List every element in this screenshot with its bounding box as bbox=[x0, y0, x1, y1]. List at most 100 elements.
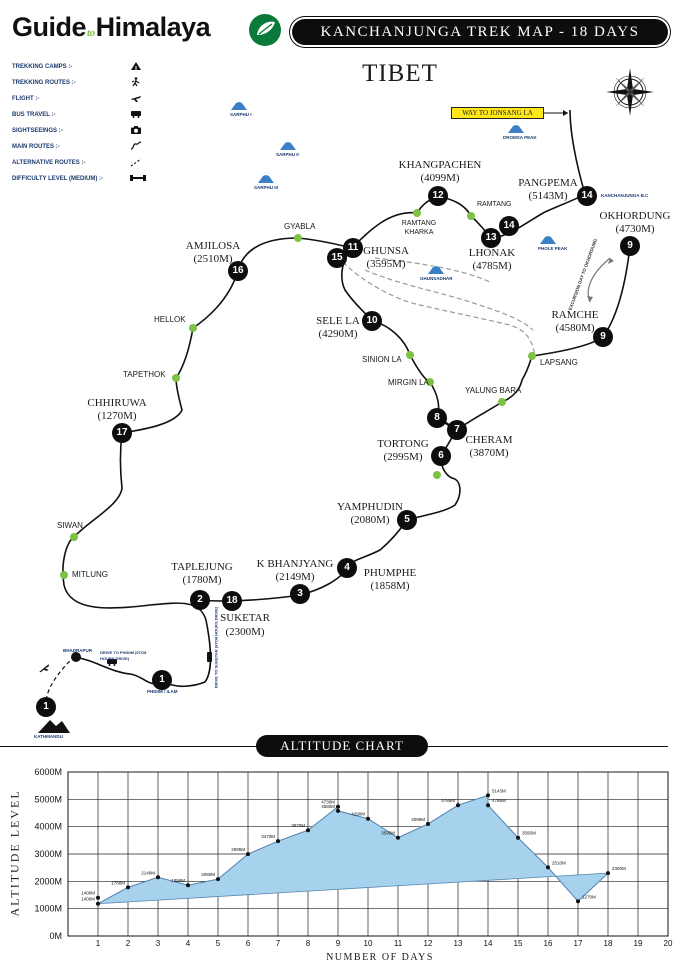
stop-name: PHIDIM / ILAM bbox=[147, 689, 178, 694]
waypoint-label: HELLOK bbox=[154, 315, 186, 324]
stop-number[interactable]: 16 bbox=[232, 265, 244, 276]
camera-icon bbox=[131, 126, 141, 134]
stop-name: SUKETAR bbox=[220, 612, 270, 624]
chart-x-tick-label: 3 bbox=[156, 939, 161, 948]
waypoint-label: MITLUNG bbox=[72, 570, 108, 579]
stop-number[interactable]: 14 bbox=[581, 190, 593, 201]
stop-name: KHANGPACHEN bbox=[398, 159, 482, 171]
brand-leaf-icon bbox=[249, 14, 281, 46]
chart-data-label: 1400M bbox=[81, 891, 95, 896]
chart-data-label: 4580M bbox=[321, 804, 335, 809]
chart-data-label: 2995M bbox=[231, 847, 245, 852]
stop-altitude: (2149M) bbox=[275, 571, 315, 583]
stop-number[interactable]: 5 bbox=[404, 514, 410, 525]
stop-number[interactable]: 9 bbox=[627, 240, 633, 251]
legend-item-label: TREKKING CAMPS :- bbox=[12, 64, 73, 70]
stop-name: K BHANJYANG bbox=[256, 558, 334, 570]
stop-altitude: (4730M) bbox=[615, 223, 655, 235]
stop-name: AMJILOSA bbox=[185, 240, 241, 252]
stop-name: TORTONG bbox=[377, 438, 429, 450]
stop-number[interactable]: 15 bbox=[331, 252, 343, 263]
chart-point bbox=[96, 901, 100, 906]
chart-point bbox=[276, 839, 280, 844]
stop-number[interactable]: 9 bbox=[600, 331, 606, 342]
peak-icon bbox=[508, 122, 524, 133]
legend-item-label: MAIN ROUTES :- bbox=[12, 144, 60, 150]
chart-x-tick-label: 9 bbox=[336, 939, 341, 948]
peak-icon bbox=[231, 99, 247, 110]
stop-name: SELE LA bbox=[316, 315, 360, 327]
stop-number[interactable]: 2 bbox=[197, 594, 203, 605]
chart-x-tick-label: 8 bbox=[306, 939, 311, 948]
stop-number[interactable]: 11 bbox=[347, 242, 359, 253]
chart-point bbox=[516, 835, 520, 840]
stop-altitude: (4580M) bbox=[555, 322, 595, 334]
stop-altitude: (4290M) bbox=[318, 328, 358, 340]
chart-x-tick-label: 15 bbox=[514, 939, 523, 948]
chart-data-label: 1858M bbox=[171, 878, 185, 883]
chart-point bbox=[336, 804, 340, 809]
chart-point bbox=[96, 895, 100, 900]
chart-title: ALTITUDE CHART bbox=[256, 735, 428, 757]
legend-item-label: ALTERNATIVE ROUTES :- bbox=[12, 160, 86, 166]
stop-number[interactable]: 17 bbox=[116, 427, 128, 438]
mountain-icon bbox=[38, 720, 70, 733]
dumbbell-icon bbox=[130, 175, 146, 181]
legend-item-label: FLIGHT :- bbox=[12, 96, 40, 102]
chart-y-tick-label: 4000M bbox=[34, 822, 62, 832]
chart-y-tick-label: 0M bbox=[49, 931, 62, 941]
chart-y-tick-label: 3000M bbox=[34, 849, 62, 859]
stop-name: CHHIRUWA bbox=[87, 397, 147, 409]
chart-x-tick-label: 5 bbox=[216, 939, 221, 948]
chart-point bbox=[126, 885, 130, 890]
stop-number[interactable]: 7 bbox=[454, 424, 460, 435]
chart-point bbox=[366, 816, 370, 821]
waypoint-label: GYABLA bbox=[284, 222, 316, 231]
chart-data-label: 1400M bbox=[81, 897, 95, 902]
stop-name: GHUNSA bbox=[363, 245, 409, 257]
stop-number[interactable]: 10 bbox=[366, 315, 378, 326]
waypoint-label: KANCHANJUNGA B.C bbox=[601, 193, 649, 198]
stop-name: OKHORDUNG bbox=[599, 210, 671, 222]
stop-number[interactable]: 6 bbox=[438, 450, 444, 461]
peak-label: SARPHU II bbox=[276, 152, 299, 157]
stop-altitude: (2510M) bbox=[193, 253, 233, 265]
stop-altitude: (3870M) bbox=[469, 447, 509, 459]
chart-x-tick-label: 16 bbox=[544, 939, 553, 948]
stop-altitude: (2080M) bbox=[350, 514, 390, 526]
stop-number[interactable]: 3 bbox=[297, 588, 303, 599]
main-route bbox=[199, 429, 461, 602]
stop-number[interactable]: 1 bbox=[159, 674, 165, 685]
stop-number[interactable]: 18 bbox=[226, 595, 238, 606]
hiker-icon bbox=[131, 77, 140, 87]
stop-number[interactable]: 1 bbox=[43, 701, 49, 712]
waypoint-label: BHADRAPUR bbox=[63, 648, 92, 653]
waypoint-label: SINION LA bbox=[362, 355, 402, 364]
jonsang-la-tag: WAY TO JONSANG LA bbox=[451, 107, 544, 119]
peak-icon bbox=[428, 263, 444, 274]
stop-altitude: (5143M) bbox=[528, 190, 568, 202]
stop-name: KATHMANDU bbox=[34, 734, 63, 739]
bus-route-note: DRIVE TO PHIDIM (6TO8 HOURS DRIVE) bbox=[100, 650, 147, 661]
chart-data-label: 1270M bbox=[582, 894, 596, 899]
stop-number[interactable]: 8 bbox=[434, 412, 440, 423]
stop-number[interactable]: 4 bbox=[344, 562, 350, 573]
brand-logo[interactable]: GuidetoHimalaya bbox=[12, 12, 211, 42]
stop-number[interactable]: 14 bbox=[503, 220, 515, 231]
stop-number[interactable]: 12 bbox=[432, 190, 444, 201]
stop-altitude: (4099M) bbox=[420, 172, 460, 184]
chart-x-tick-label: 14 bbox=[484, 939, 493, 948]
flight-route bbox=[45, 656, 75, 708]
chart-point bbox=[306, 828, 310, 833]
chart-x-tick-label: 7 bbox=[276, 939, 281, 948]
waypoint-label: TAPETHOK bbox=[123, 370, 166, 379]
stop-name: LHONAK bbox=[468, 247, 516, 259]
chart-x-tick-label: 17 bbox=[574, 939, 583, 948]
legend-item-label: DIFFICULTY LEVEL (MEDIUM) :- bbox=[12, 176, 103, 182]
legend-item-label: SIGHTSEEINGS :- bbox=[12, 128, 63, 134]
stop-number[interactable]: 13 bbox=[485, 232, 497, 243]
chart-data-label: 2510M bbox=[552, 860, 566, 865]
peak-label: DROMSA PEAK bbox=[503, 135, 537, 140]
stop-name: PANGPEMA bbox=[518, 177, 578, 189]
